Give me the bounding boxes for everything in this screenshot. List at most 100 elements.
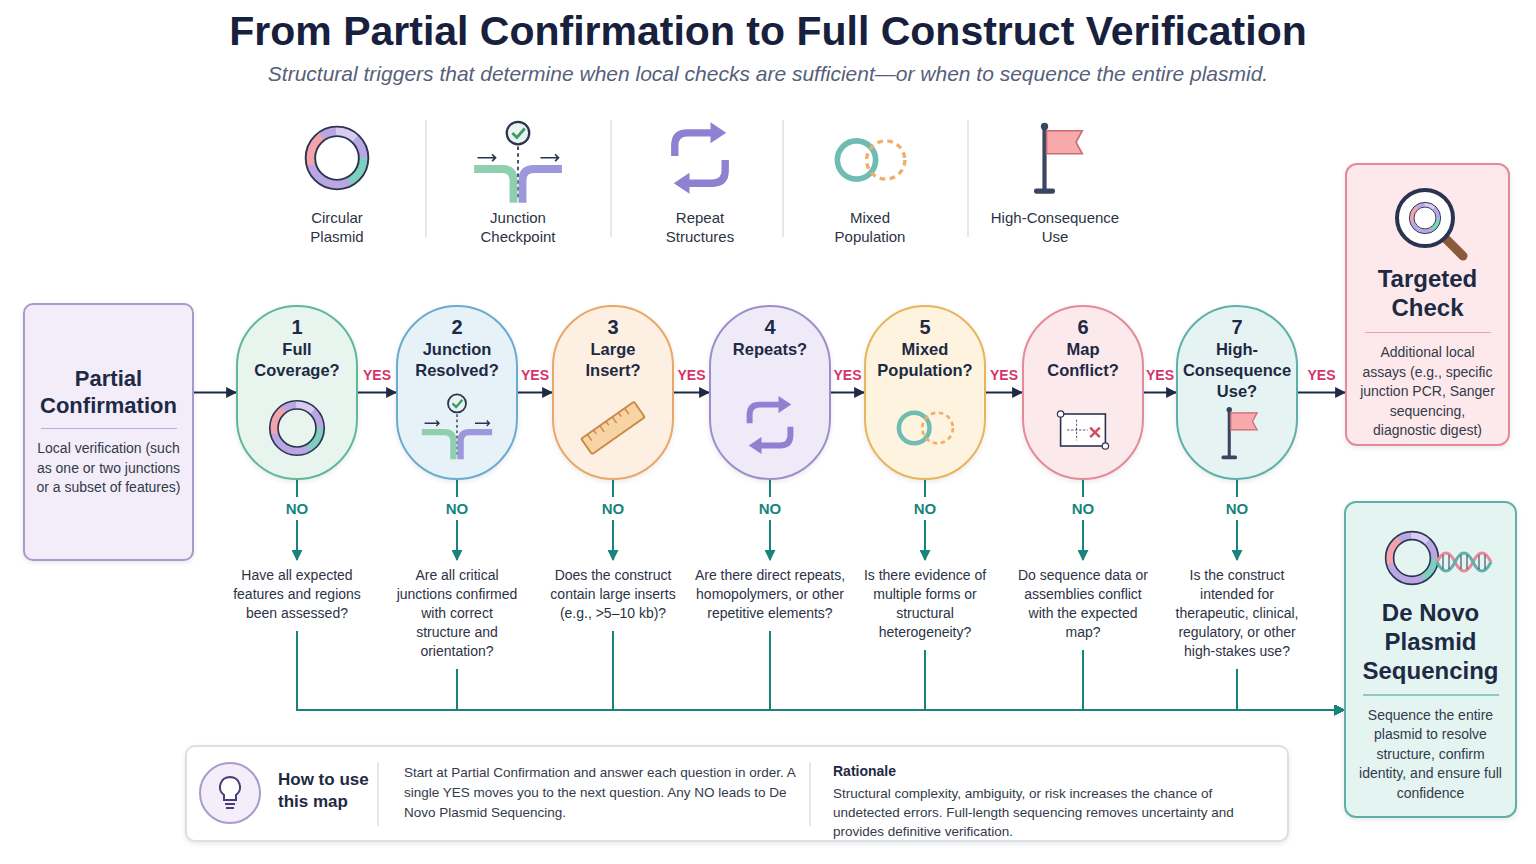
box-body: Additional local assays (e.g., specific … xyxy=(1358,343,1498,441)
box-heading: De Novo Plasmid Sequencing xyxy=(1356,599,1506,685)
diagram-title: From Partial Confirmation to Full Constr… xyxy=(0,8,1536,55)
connector-line xyxy=(1144,392,1176,394)
box-heading: Partial Confirmation xyxy=(34,366,184,419)
divider-line xyxy=(1363,694,1499,696)
connector xyxy=(297,480,1344,710)
decision-node: 5Mixed Population? xyxy=(864,305,986,480)
connector xyxy=(358,392,396,393)
connector xyxy=(194,392,236,393)
question-text: Do sequence data or assemblies conflict … xyxy=(1017,566,1149,642)
panel-text: Start at Partial Confirmation and answer… xyxy=(404,763,804,823)
divider-line xyxy=(41,428,177,430)
icon-caption: Repeat Structures xyxy=(654,208,746,246)
mixed-icon xyxy=(837,141,905,179)
decision-label: Full Coverage? xyxy=(247,339,347,381)
connector-line xyxy=(770,631,1344,710)
edge-label: NO xyxy=(286,500,309,517)
question-text: Does the construct contain large inserts… xyxy=(549,566,677,623)
icon-caption: Circular Plasmid xyxy=(292,208,382,246)
connector-line xyxy=(1082,480,1084,497)
connector-line xyxy=(358,392,396,394)
connector xyxy=(613,480,1344,710)
box-heading: Targeted Check xyxy=(1358,265,1498,323)
connector-line xyxy=(612,520,614,560)
connector-line xyxy=(1236,520,1238,560)
icon-caption: Mixed Population xyxy=(824,208,916,246)
decision-label: High-Consequence Use? xyxy=(1180,339,1294,402)
panel-heading: Rationale xyxy=(833,762,1033,781)
connector-line xyxy=(1237,669,1344,710)
edge-label: YES xyxy=(521,367,549,383)
connector xyxy=(1298,392,1345,393)
callout-number: 3 xyxy=(607,315,618,339)
connector-line xyxy=(924,520,926,560)
plasmid-icon xyxy=(306,127,369,190)
decision-label: Junction Resolved? xyxy=(407,339,507,381)
connector-line xyxy=(674,392,709,394)
repeat-icon xyxy=(674,122,727,193)
connector-line xyxy=(518,392,552,394)
question-text: Is the construct intended for therapeuti… xyxy=(1168,566,1306,661)
connector xyxy=(831,392,864,393)
flag-icon xyxy=(1034,123,1082,194)
decision-label: Map Conflict? xyxy=(1035,339,1131,381)
connector-line xyxy=(296,480,298,497)
connector-line xyxy=(1236,480,1238,497)
connector-line xyxy=(924,480,926,497)
outcome-box: De Novo Plasmid SequencingSequence the e… xyxy=(1344,501,1517,818)
junction-icon xyxy=(474,122,562,203)
outcome-box: Targeted CheckAdditional local assays (e… xyxy=(1345,163,1510,446)
callout-number: 7 xyxy=(1231,315,1242,339)
callout-number: 1 xyxy=(291,315,302,339)
edge-label: YES xyxy=(990,367,1018,383)
callout-number: 4 xyxy=(764,315,775,339)
connector-line xyxy=(831,392,864,394)
question-text: Are all critical junctions confirmed wit… xyxy=(393,566,521,661)
connector-line xyxy=(769,480,771,497)
decision-node: 3Large Insert? xyxy=(552,305,674,480)
callout-number: 5 xyxy=(919,315,930,339)
edge-label: YES xyxy=(677,367,705,383)
question-text: Is there evidence of multiple forms or s… xyxy=(861,566,989,642)
decision-node: 7High-Consequence Use? xyxy=(1176,305,1298,480)
node-icons xyxy=(200,190,1491,826)
connector xyxy=(518,392,552,393)
edge-label: YES xyxy=(1307,367,1335,383)
edge-label: NO xyxy=(446,500,469,517)
connector xyxy=(986,392,1022,393)
divider-line xyxy=(1365,332,1491,334)
connector xyxy=(674,392,709,393)
connector-line xyxy=(456,480,458,497)
connector-line xyxy=(296,520,298,560)
connector-line xyxy=(613,631,1344,710)
connector xyxy=(1144,392,1176,393)
edge-label: NO xyxy=(1226,500,1249,517)
edge-label: NO xyxy=(759,500,782,517)
callout-number: 6 xyxy=(1077,315,1088,339)
connector-line xyxy=(297,631,1344,710)
decision-node: 2Junction Resolved? xyxy=(396,305,518,480)
decision-label: Large Insert? xyxy=(568,339,658,381)
box-body: Sequence the entire plasmid to resolve s… xyxy=(1356,706,1506,804)
edge-label: NO xyxy=(914,500,937,517)
diagram-caption: Structural triggers that determine when … xyxy=(0,62,1536,86)
connector-line xyxy=(1082,520,1084,560)
edge-label: YES xyxy=(363,367,391,383)
icon-caption: Junction Checkpoint xyxy=(472,208,564,246)
connector-line xyxy=(769,520,771,560)
connector xyxy=(457,480,1344,710)
decision-label: Mixed Population? xyxy=(875,339,975,381)
box-body: Local verification (such as one or two j… xyxy=(35,439,183,498)
panel-heading: How to use this map xyxy=(278,769,378,813)
edge-label: YES xyxy=(833,367,861,383)
connector xyxy=(925,480,1344,710)
panel-text: Structural complexity, ambiguity, or ris… xyxy=(833,784,1279,841)
connector-line xyxy=(456,520,458,560)
connector-line xyxy=(986,392,1022,394)
connector xyxy=(770,480,1344,710)
connector-line xyxy=(1298,392,1345,394)
decision-node: 6Map Conflict? xyxy=(1022,305,1144,480)
question-text: Are there direct repeats, homopolymers, … xyxy=(694,566,846,623)
connector-line xyxy=(457,669,1344,710)
